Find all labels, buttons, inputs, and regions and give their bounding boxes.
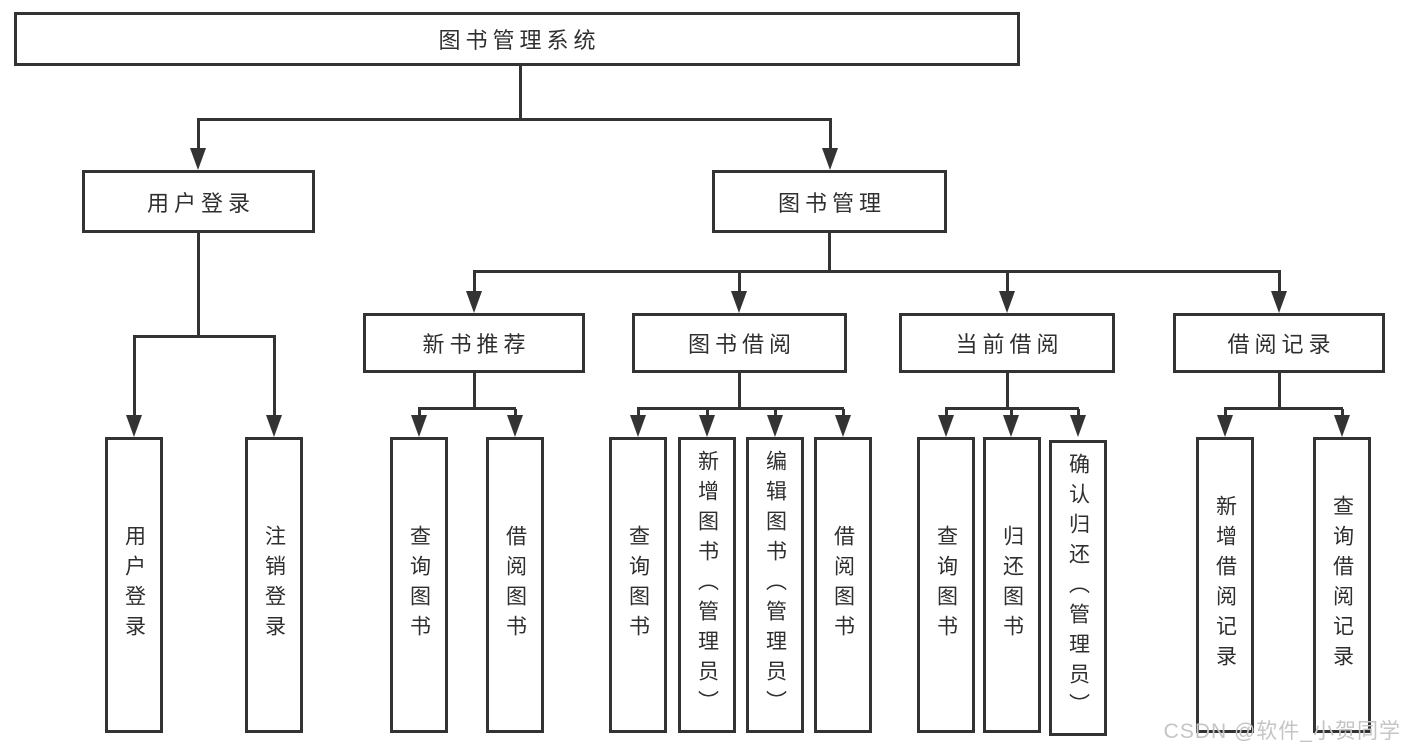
node-label: 查询借阅记录: [1330, 495, 1354, 675]
arrow-down-icon: [822, 148, 838, 170]
connector-line: [273, 337, 276, 415]
leaf-add-books-admin: 新增图书（管理员）: [678, 437, 736, 733]
arrow-down-icon: [190, 148, 206, 170]
leaf-return-books: 归还图书: [983, 437, 1041, 733]
connector-line: [133, 337, 136, 415]
connector-line: [738, 272, 741, 293]
connector-line: [197, 118, 832, 121]
arrow-down-icon: [699, 415, 715, 437]
connector-line: [637, 409, 640, 417]
connector-line: [1006, 272, 1009, 293]
node-label: 新书推荐: [422, 332, 531, 357]
arrow-down-icon: [266, 415, 282, 437]
leaf-query-books-current: 查询图书: [917, 437, 975, 733]
arrow-down-icon: [126, 415, 142, 437]
node-label: 编辑图书（管理员）: [763, 450, 787, 720]
arrow-down-icon: [999, 291, 1015, 313]
connector-line: [1006, 373, 1009, 409]
leaf-borrow-books-recommend: 借阅图书: [486, 437, 544, 733]
node-book-borrowing: 图书借阅: [632, 313, 847, 373]
arrow-down-icon: [507, 415, 523, 437]
arrow-down-icon: [835, 415, 851, 437]
connector-line: [945, 409, 948, 417]
node-label: 确认归还（管理员）: [1066, 453, 1090, 723]
arrow-down-icon: [767, 415, 783, 437]
arrow-down-icon: [1217, 415, 1233, 437]
connector-line: [473, 373, 476, 409]
connector-line: [706, 409, 709, 417]
connector-line: [829, 120, 832, 150]
node-label: 当前借阅: [955, 332, 1064, 357]
node-current-borrowing: 当前借阅: [899, 313, 1115, 373]
connector-line: [197, 120, 200, 150]
node-borrowing-records: 借阅记录: [1173, 313, 1385, 373]
leaf-confirm-return-admin: 确认归还（管理员）: [1049, 440, 1107, 736]
connector-line: [774, 409, 777, 417]
connector-line: [828, 233, 831, 272]
connector-line: [418, 409, 421, 417]
leaf-borrow-books: 借阅图书: [814, 437, 872, 733]
node-label: 新增图书（管理员）: [695, 450, 719, 720]
node-new-book-recommend: 新书推荐: [363, 313, 585, 373]
connector-line: [842, 409, 845, 417]
node-label: 查询图书: [407, 525, 431, 645]
node-label: 借阅图书: [503, 525, 527, 645]
connector-line: [637, 407, 844, 410]
node-label: 查询图书: [626, 525, 650, 645]
node-label: 图书借阅: [687, 332, 796, 357]
connector-line: [1278, 272, 1281, 293]
node-label: 用户登录: [146, 190, 255, 216]
connector-line: [738, 373, 741, 409]
node-label: 新增借阅记录: [1213, 495, 1237, 675]
arrow-down-icon: [1003, 415, 1019, 437]
leaf-query-books-borrowing: 查询图书: [609, 437, 667, 733]
connector-line: [1077, 409, 1080, 417]
leaf-query-borrow-record: 查询借阅记录: [1313, 437, 1371, 733]
connector-line: [1224, 407, 1343, 410]
connector-line: [1010, 409, 1013, 417]
node-library-system: 图书管理系统: [14, 12, 1020, 66]
arrow-down-icon: [630, 415, 646, 437]
node-book-management: 图书管理: [712, 170, 947, 233]
node-label: 查询图书: [934, 525, 958, 645]
connector-line: [1224, 409, 1227, 417]
connector-line: [1278, 373, 1281, 409]
arrow-down-icon: [938, 415, 954, 437]
leaf-logout: 注销登录: [245, 437, 303, 733]
arrow-down-icon: [731, 291, 747, 313]
node-label: 用户登录: [122, 525, 146, 645]
connector-line: [514, 409, 517, 417]
connector-line: [133, 335, 276, 338]
connector-line: [519, 66, 522, 120]
arrow-down-icon: [411, 415, 427, 437]
arrow-down-icon: [1070, 415, 1086, 437]
arrow-down-icon: [466, 291, 482, 313]
csdn-watermark: CSDN @软件_小贺同学: [1163, 720, 1401, 743]
node-label: 图书管理: [777, 190, 886, 216]
node-label: 借阅图书: [831, 525, 855, 645]
arrow-down-icon: [1271, 291, 1287, 313]
leaf-edit-books-admin: 编辑图书（管理员）: [746, 437, 804, 733]
leaf-query-books-recommend: 查询图书: [390, 437, 448, 733]
node-label: 借阅记录: [1227, 332, 1336, 357]
node-label: 图书管理系统: [438, 28, 601, 53]
connector-line: [197, 233, 200, 337]
node-label: 注销登录: [262, 525, 286, 645]
connector-line: [418, 407, 516, 410]
node-label: 归还图书: [1000, 525, 1024, 645]
connector-line: [1341, 409, 1344, 417]
node-user-login: 用户登录: [82, 170, 315, 233]
leaf-add-borrow-record: 新增借阅记录: [1196, 437, 1254, 733]
connector-line: [473, 272, 476, 293]
connector-line: [945, 407, 1079, 410]
connector-line: [473, 270, 1281, 273]
arrow-down-icon: [1334, 415, 1350, 437]
leaf-user-login: 用户登录: [105, 437, 163, 733]
